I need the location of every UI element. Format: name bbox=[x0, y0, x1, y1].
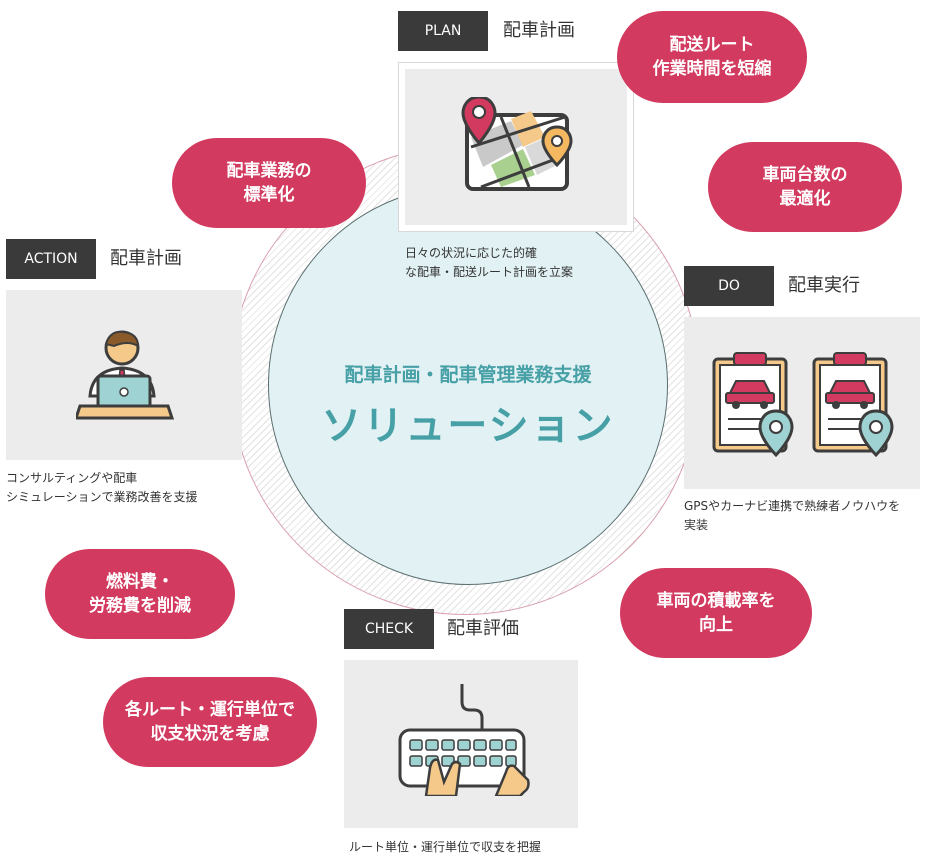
action-card bbox=[6, 290, 242, 460]
action-tag: ACTION bbox=[6, 239, 96, 279]
do-caption: GPSやカーナビ連携で熟練者ノウハウを 実装 bbox=[684, 499, 901, 532]
map-pins-icon bbox=[461, 97, 573, 197]
check-caption: ルート単位・運行単位で収支を把握 bbox=[349, 840, 542, 854]
check-tag: CHECK bbox=[344, 609, 434, 649]
person-laptop-icon bbox=[76, 326, 176, 422]
benefit-load-rate: 車両の積載率を向上 bbox=[620, 568, 812, 658]
center-title: ソリューション bbox=[321, 403, 615, 449]
keyboard-hands-icon bbox=[396, 684, 532, 796]
center-subtitle: 配車計画・配車管理業務支援 bbox=[344, 364, 592, 386]
benefit-vehicle-count: 車両台数の最適化 bbox=[708, 142, 902, 232]
plan-tag: PLAN bbox=[398, 11, 488, 51]
do-card bbox=[684, 317, 920, 489]
action-title: 配車計画 bbox=[110, 248, 182, 269]
do-title: 配車実行 bbox=[788, 275, 860, 296]
benefit-route-time: 配送ルート作業時間を短縮 bbox=[617, 11, 807, 103]
benefit-standardize: 配車業務の標準化 bbox=[172, 138, 366, 228]
benefit-cost: 燃料費・労務費を削減 bbox=[45, 549, 235, 639]
center-circle bbox=[268, 185, 668, 585]
plan-title: 配車計画 bbox=[503, 20, 575, 41]
clipboard-car-icon bbox=[708, 349, 904, 459]
check-title: 配車評価 bbox=[447, 618, 519, 639]
do-tag: DO bbox=[684, 266, 774, 306]
check-card bbox=[344, 660, 578, 828]
plan-caption: 日々の状況に応じた的確 な配車・配送ルート計画を立案 bbox=[405, 246, 574, 279]
benefit-profit: 各ルート・運行単位で収支状況を考慮 bbox=[103, 677, 317, 767]
plan-card bbox=[398, 62, 634, 232]
action-caption: コンサルティングや配車 シミュレーションで業務改善を支援 bbox=[6, 471, 198, 504]
